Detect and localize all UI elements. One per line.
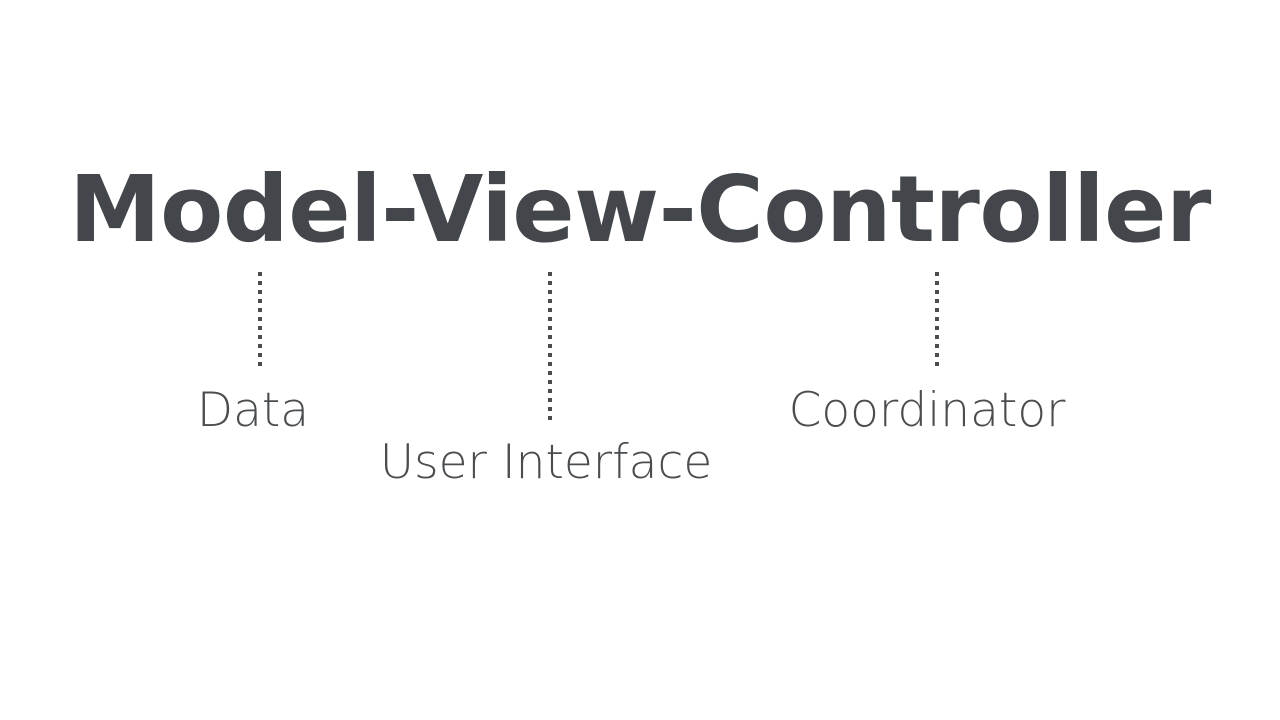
- label-view-meaning: User Interface: [379, 435, 713, 490]
- connector-line-view: [548, 272, 552, 422]
- connector-line-model: [258, 272, 262, 369]
- label-model-meaning: Data: [196, 383, 310, 438]
- connector-line-controller: [935, 272, 939, 369]
- label-controller-meaning: Coordinator: [788, 383, 1066, 438]
- page-title: Model-View-Controller: [69, 156, 1211, 263]
